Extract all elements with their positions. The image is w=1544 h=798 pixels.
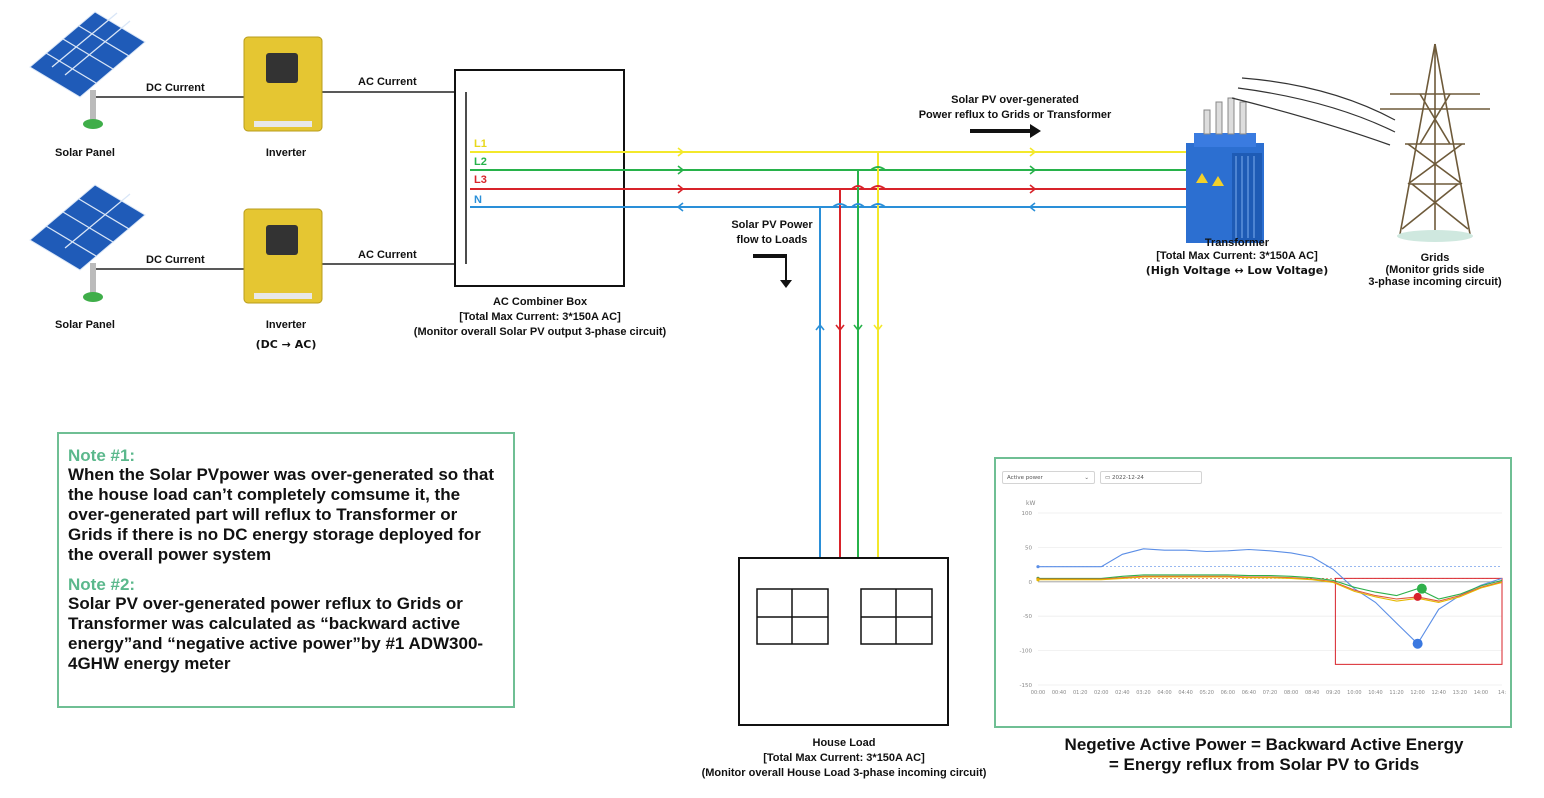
- combiner-box-title: AC Combiner Box: [492, 296, 588, 308]
- caption-line-1: Negetive Active Power = Backward Active …: [1064, 735, 1464, 754]
- load-drops: [819, 152, 879, 558]
- x-tick-label: 08:00: [1284, 690, 1298, 696]
- house-load-title: House Load: [812, 737, 876, 749]
- transformer-icon: [1186, 97, 1264, 243]
- y-tick-label: 0: [1029, 580, 1033, 586]
- y-tick-label: 50: [1025, 545, 1032, 551]
- series-line-2: [1038, 575, 1503, 602]
- solar-panel-icon: [29, 11, 146, 129]
- x-tick-label: 04:00: [1157, 690, 1171, 696]
- ac-combiner-box: [454, 69, 625, 287]
- x-tick-label: 00:00: [1031, 690, 1045, 696]
- max-marker: [1416, 583, 1427, 594]
- phase-n-label: N: [474, 194, 482, 206]
- series-line-0: [1038, 548, 1503, 645]
- chart-caption: Negetive Active Power = Backward Active …: [994, 735, 1534, 775]
- x-tick-label: 02:40: [1115, 690, 1129, 696]
- x-tick-label: 06:40: [1242, 690, 1256, 696]
- min-marker: [1412, 638, 1423, 649]
- grids-title: Grids: [1420, 252, 1450, 264]
- x-tick-label: 12:40: [1432, 690, 1446, 696]
- to-loads-label-1: Solar PV Power: [731, 219, 813, 231]
- house-load-box: [738, 557, 949, 726]
- grids-note-1: (Monitor grids side: [1385, 264, 1485, 276]
- inverter-2-label: Inverter: [265, 319, 307, 331]
- dc-ac-wires: [95, 91, 455, 270]
- note-1-body: When the Solar PVpower was over-generate…: [68, 465, 495, 564]
- solar-panel-1-label: Solar Panel: [55, 147, 115, 159]
- series-start-point: [1036, 565, 1040, 569]
- x-tick-label: 07:20: [1263, 690, 1277, 696]
- inverter-1-label: Inverter: [265, 147, 307, 159]
- over-generated-label-2: Power reflux to Grids or Transformer: [918, 109, 1112, 121]
- min-marker: [1413, 592, 1422, 601]
- combiner-box-note: (Monitor overall Solar PV output 3-phase…: [413, 326, 667, 338]
- solar-panel-2-label: Solar Panel: [55, 319, 115, 331]
- y-tick-label: -50: [1023, 614, 1032, 620]
- note-1-title: Note #1:: [68, 446, 136, 465]
- x-tick-label: 03:20: [1136, 690, 1150, 696]
- ac-current-label-1: AC Current: [358, 76, 417, 88]
- grid-tower-icon: [1380, 43, 1490, 242]
- x-tick-label: 04:40: [1178, 690, 1192, 696]
- ac-current-label-2: AC Current: [358, 249, 417, 261]
- series-line-3: [1038, 576, 1503, 603]
- black-direction-arrows: [753, 124, 1041, 288]
- x-tick-label: 14:00: [1474, 690, 1488, 696]
- notes-box: Note #1: When the Solar PVpower was over…: [57, 432, 515, 708]
- flow-arrows: [676, 147, 1037, 332]
- x-tick-label: 13:20: [1453, 690, 1467, 696]
- note-2-title: Note #2:: [68, 575, 136, 594]
- note-2-body: Solar PV over-generated power reflux to …: [68, 594, 484, 673]
- x-tick-label: 09:20: [1326, 690, 1340, 696]
- x-tick-label: 08:40: [1305, 690, 1319, 696]
- phase-buses: [470, 151, 1190, 208]
- house-load-rating: [Total Max Current: 3*150A AC]: [763, 752, 925, 764]
- transformer-note: (High Voltage ↔ Low Voltage): [1145, 264, 1329, 277]
- phase-l3-label: L3: [474, 174, 487, 186]
- date-picker[interactable]: ▭ 2022-12-24: [1100, 471, 1202, 484]
- active-power-chart-panel: Active power ⌄ ▭ 2022-12-24 kW 100 50 0 -50 -…: [994, 457, 1512, 728]
- calendar-icon: ▭: [1105, 475, 1112, 481]
- over-generated-label-1: Solar PV over-generated: [951, 94, 1079, 106]
- caption-line-2: = Energy reflux from Solar PV to Grids: [1108, 755, 1420, 774]
- y-tick-label: -150: [1020, 683, 1033, 689]
- phase-l2-label: L2: [474, 156, 487, 168]
- metric-select[interactable]: Active power ⌄: [1002, 471, 1095, 484]
- dc-current-label-1: DC Current: [146, 82, 205, 94]
- y-axis-label: kW: [1026, 500, 1035, 507]
- series-start-point: [1036, 578, 1040, 582]
- x-tick-label: 05:20: [1200, 690, 1214, 696]
- x-tick-label: 11:20: [1389, 690, 1403, 696]
- transformer-rating: [Total Max Current: 3*150A AC]: [1156, 250, 1318, 262]
- x-tick-label: 10:40: [1368, 690, 1382, 696]
- house-load-note: (Monitor overall House Load 3-phase inco…: [701, 767, 987, 779]
- grids-note-2: 3-phase incoming circuit): [1368, 276, 1502, 288]
- breaker-panels: [756, 588, 933, 645]
- x-tick-label: 14:: [1498, 690, 1506, 696]
- to-loads-label-2: flow to Loads: [736, 234, 808, 246]
- x-tick-label: 00:40: [1052, 690, 1066, 696]
- x-tick-label: 12:00: [1410, 690, 1424, 696]
- transformer-title: Transformer: [1204, 237, 1270, 249]
- inverter-2-sublabel: (DC → AC): [255, 338, 317, 351]
- x-tick-label: 06:00: [1221, 690, 1235, 696]
- inverter-icon: [243, 208, 323, 304]
- phase-l1-label: L1: [474, 138, 487, 150]
- negative-power-highlight: [1334, 577, 1503, 665]
- x-tick-label: 02:00: [1094, 690, 1108, 696]
- x-tick-label: 01:20: [1073, 690, 1087, 696]
- inverter-icon: [243, 36, 323, 132]
- x-tick-label: 10:00: [1347, 690, 1361, 696]
- date-value: 2022-12-24: [1111, 475, 1144, 481]
- chevron-down-icon: ⌄: [1084, 475, 1089, 481]
- dc-current-label-2: DC Current: [146, 254, 205, 266]
- combiner-box-rating: [Total Max Current: 3*150A AC]: [459, 311, 621, 323]
- y-tick-label: -100: [1020, 649, 1033, 655]
- solar-panel-icon: [29, 184, 146, 302]
- metric-select-value: Active power: [1007, 475, 1043, 481]
- y-tick-label: 100: [1022, 511, 1033, 517]
